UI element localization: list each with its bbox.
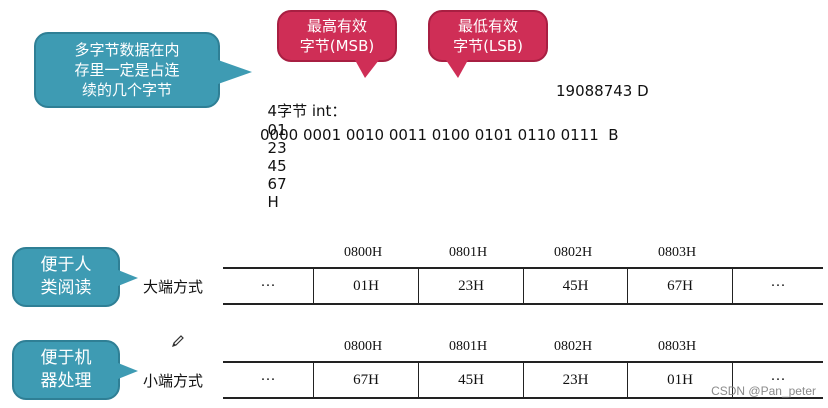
little-endian-label: 小端方式 <box>143 372 204 390</box>
big-cell-ellipsis-right: ··· <box>732 269 823 303</box>
callout-human: 便于人 类阅读 <box>12 247 120 307</box>
little-cell-ellipsis-left: ··· <box>260 371 276 388</box>
big-addr-3: 0803H <box>657 245 697 260</box>
big-endian-label: 大端方式 <box>143 278 204 296</box>
little-cell-0801: 45H <box>418 363 523 397</box>
callout-msb-tail <box>355 60 379 78</box>
callout-msb: 最高有效 字节(MSB) <box>277 10 397 62</box>
decimal-value: 19088743 D <box>556 82 649 100</box>
little-cell-0800: 67H <box>313 363 418 397</box>
hex-suffix: H <box>267 193 279 211</box>
big-cell-0802: 45H <box>523 269 627 303</box>
big-addr-1: 0801H <box>448 245 488 260</box>
callout-machine: 便于机 器处理 <box>12 340 120 400</box>
little-addr-3: 0803H <box>657 339 697 354</box>
int-prefix: 4字节 int： <box>267 102 347 120</box>
callout-machine-tail <box>118 363 138 379</box>
little-addr-2: 0802H <box>553 339 593 354</box>
little-cell-0802: 23H <box>523 363 627 397</box>
watermark: CSDN @Pan_peter <box>711 384 816 398</box>
big-addr-2: 0802H <box>553 245 593 260</box>
little-cell-ellipsis-right: ··· <box>732 363 823 397</box>
callout-human-tail <box>118 270 138 286</box>
byte-msb: 01 <box>267 121 287 139</box>
little-endian-memory-row: ··· 67H 45H 23H 01H ··· <box>223 361 823 399</box>
int-example-line: 4字节 int： 01 23 45 67 H <box>258 82 347 211</box>
callout-lsb: 最低有效 字节(LSB) <box>428 10 548 62</box>
big-endian-memory-row: ··· 01H 23H 45H 67H ··· <box>223 267 823 305</box>
byte-lsb: 67 <box>267 175 287 193</box>
big-cell-0800: 01H <box>313 269 418 303</box>
callout-lsb-tail <box>446 60 468 78</box>
big-cell-0801: 23H <box>418 269 523 303</box>
callout-multibyte-tail <box>218 60 252 84</box>
big-cell-0803: 67H <box>627 269 732 303</box>
little-addr-1: 0801H <box>448 339 488 354</box>
byte-3: 45 <box>267 157 287 175</box>
binary-value: 0000 0001 0010 0011 0100 0101 0110 0111 … <box>260 126 619 144</box>
little-addr-0: 0800H <box>343 339 383 354</box>
little-cell-0803: 01H <box>627 363 732 397</box>
byte-2: 23 <box>267 139 287 157</box>
big-cell-ellipsis-left: ··· <box>260 277 276 294</box>
big-addr-0: 0800H <box>343 245 383 260</box>
callout-multibyte: 多字节数据在内 存里一定是占连 续的几个字节 <box>34 32 220 108</box>
pencil-icon <box>170 333 186 349</box>
